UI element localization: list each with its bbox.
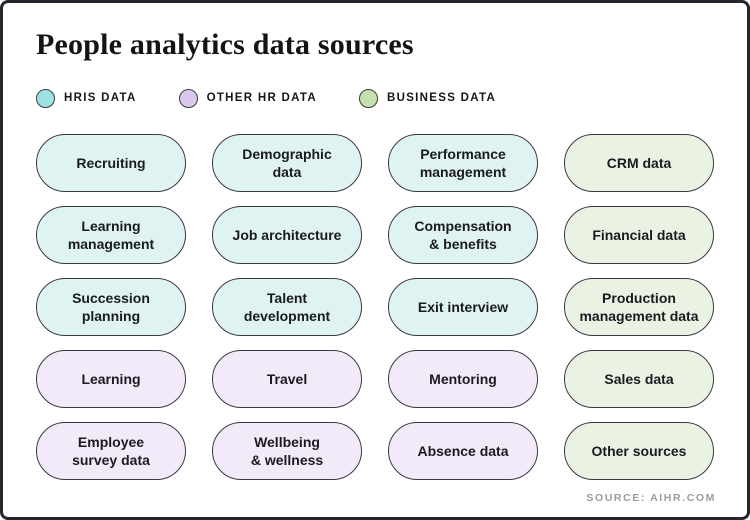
legend-swatch-other_hr [178, 88, 198, 108]
data-source-pill: Wellbeing & wellness [212, 422, 362, 480]
data-source-pill: CRM data [564, 134, 714, 192]
data-source-pill: Production management data [564, 278, 714, 336]
data-source-pill: Exit interview [388, 278, 538, 336]
legend: HRIS DATA OTHER HR DATA BUSINESS DATA [36, 88, 714, 108]
legend-item-hris: HRIS DATA [36, 88, 137, 108]
legend-swatch-business [359, 88, 378, 108]
data-source-pill: Succession planning [36, 278, 186, 336]
legend-label: HRIS DATA [64, 92, 137, 104]
data-source-pill: Compensation & benefits [388, 206, 538, 264]
data-source-pill: Travel [212, 350, 362, 408]
data-source-pill: Talent development [212, 278, 362, 336]
legend-label: OTHER HR DATA [206, 92, 317, 104]
data-source-pill: Learning [36, 350, 186, 408]
data-source-pill: Absence data [388, 422, 538, 480]
data-source-pill: Performance management [388, 134, 538, 192]
data-source-pill: Mentoring [388, 350, 538, 408]
data-source-pill: Sales data [564, 350, 714, 408]
page-title: People analytics data sources [36, 28, 414, 61]
legend-item-business: BUSINESS DATA [359, 88, 497, 108]
source-credit: SOURCE: AIHR.COM [586, 492, 716, 504]
data-source-pill: Job architecture [212, 206, 362, 264]
data-source-pill: Financial data [564, 206, 714, 264]
data-source-pill: Demographic data [212, 134, 362, 192]
data-source-pill: Other sources [564, 422, 714, 480]
data-source-pill: Employee survey data [36, 422, 186, 480]
legend-swatch-hris [36, 88, 55, 108]
legend-label: BUSINESS DATA [387, 92, 497, 104]
legend-item-other_hr: OTHER HR DATA [178, 88, 317, 108]
data-source-grid: Recruiting Demographic data Performance ma… [36, 134, 714, 480]
data-source-pill: Learning management [36, 206, 186, 264]
data-source-pill: Recruiting [36, 134, 186, 192]
